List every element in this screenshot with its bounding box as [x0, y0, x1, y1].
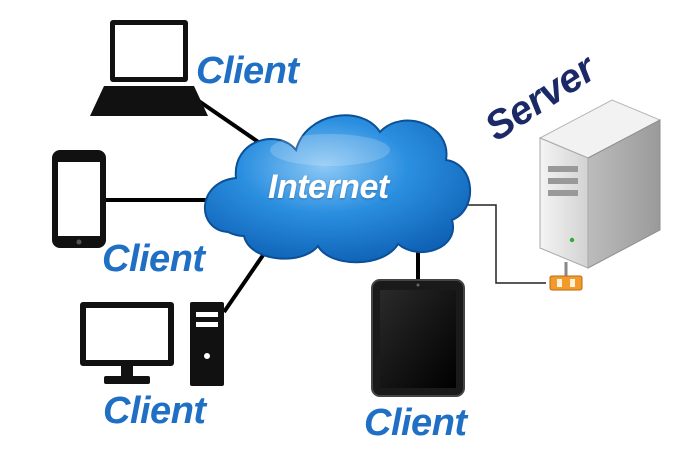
network-connector-icon: [549, 262, 583, 291]
cloud-label: Internet: [268, 168, 389, 206]
link-desktop-cloud: [222, 243, 272, 314]
client-label-desktop: Client: [103, 390, 206, 432]
client-label-phone: Client: [102, 238, 205, 280]
client-label-tablet: Client: [364, 402, 467, 444]
link-server-cloud: [462, 204, 546, 284]
tablet-icon: [371, 279, 465, 397]
internet-cloud-icon: [203, 114, 472, 264]
server-tower-icon: [538, 99, 662, 269]
laptop-icon: [90, 20, 208, 116]
link-laptop-cloud: [188, 93, 272, 152]
smartphone-icon: [52, 150, 106, 248]
client-label-laptop: Client: [196, 50, 299, 92]
desktop-tower-icon: [190, 302, 224, 386]
desktop-monitor-icon: [80, 302, 174, 384]
